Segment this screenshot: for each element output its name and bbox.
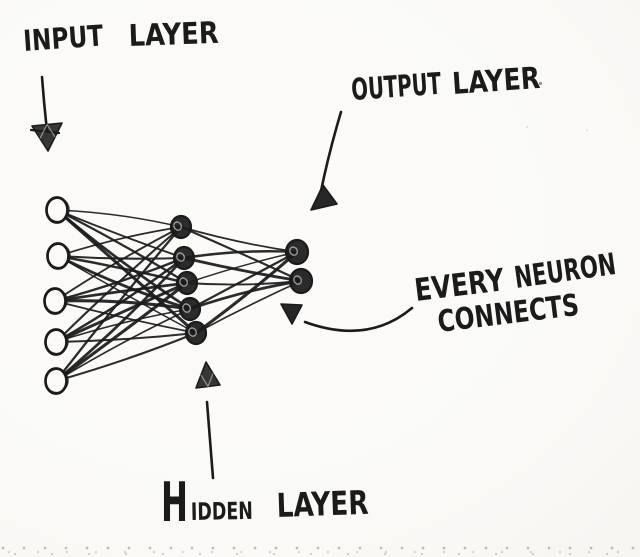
paper-speck [586, 129, 588, 131]
paper-speck [526, 126, 528, 128]
connection-edge [182, 256, 303, 283]
node-hidden-1-highlight [176, 252, 186, 262]
connection-edge [56, 254, 192, 311]
input-layer-arrow-hatch [39, 124, 48, 139]
connection-edge [194, 250, 299, 335]
network-drawing-layer [29, 75, 414, 480]
node-output-0-highlight [289, 246, 299, 256]
connection-edge [54, 225, 183, 383]
node-hidden-4-highlight [188, 327, 198, 337]
paper-speck [539, 82, 542, 85]
connection-edge [55, 308, 191, 382]
connects-arrow-head [280, 303, 303, 325]
input-layer-arrow-line [40, 75, 49, 133]
connects-arrow-line [303, 306, 414, 333]
node-hidden-0-highlight [173, 221, 183, 231]
input-layer-arrow-hatch [46, 124, 56, 138]
connection-edge [182, 250, 299, 260]
connection-edge [179, 225, 303, 283]
node-input-3-overstroke [45, 329, 69, 354]
connection-edge [54, 281, 189, 383]
input-layer-label-word1: INPUT [22, 18, 104, 58]
connection-edge [56, 254, 186, 260]
hidden-layer-arrow-head [195, 361, 221, 389]
connection-edge [55, 208, 189, 285]
node-input-4-overstroke [45, 368, 69, 393]
output-layer-arrow-line [319, 110, 343, 193]
connection-edge [54, 281, 189, 344]
connection-edge [188, 250, 299, 311]
connection-edge [55, 208, 198, 335]
connection-edge [56, 254, 189, 285]
hidden-layer-label-rest: IDDEN [191, 497, 253, 526]
connection-edge [57, 255, 197, 334]
input-layer-label-word2: LAYER [128, 16, 219, 54]
connection-edge [180, 226, 298, 253]
connection-edge [54, 256, 186, 344]
node-input-2-overstroke [44, 288, 68, 313]
sketch-labels: INPUT LAYER OUTPUT LAYER EVERY NEURON CO… [22, 16, 618, 534]
output-layer-label-word2: LAYER [451, 61, 541, 102]
connection-edge [54, 256, 186, 383]
connection-edge [195, 280, 302, 334]
node-hidden-2-highlight [179, 277, 189, 287]
node-input-1-overstroke [47, 243, 71, 268]
connection-edge [56, 209, 182, 228]
paper-bottom-speckle [0, 545, 640, 557]
connection-edge [56, 209, 185, 259]
hidden-layer-arrow-line [205, 400, 215, 480]
connection-edge [54, 226, 182, 302]
connection-edge [54, 225, 183, 344]
hidden-layer-label-layer: LAYER [276, 483, 369, 525]
output-layer-arrow-head [310, 184, 338, 211]
connection-edge [55, 308, 191, 343]
hidden-layer-arrow-hatch [207, 373, 214, 387]
connection-edge [57, 226, 182, 257]
connection-edge [55, 332, 197, 343]
output-layer-label-word1: OUTPUT [350, 67, 443, 108]
hidden-layer-arrow-hatch [200, 374, 209, 387]
connection-edge [54, 331, 198, 383]
hidden-layer-label-initial: H [161, 471, 188, 534]
node-output-1-highlight [293, 275, 303, 285]
connection-edge [53, 281, 189, 303]
input-layer-arrow-head [31, 122, 63, 152]
connection-edge [188, 279, 303, 311]
node-hidden-3-highlight [182, 303, 192, 313]
node-input-0-overstroke [46, 197, 70, 222]
